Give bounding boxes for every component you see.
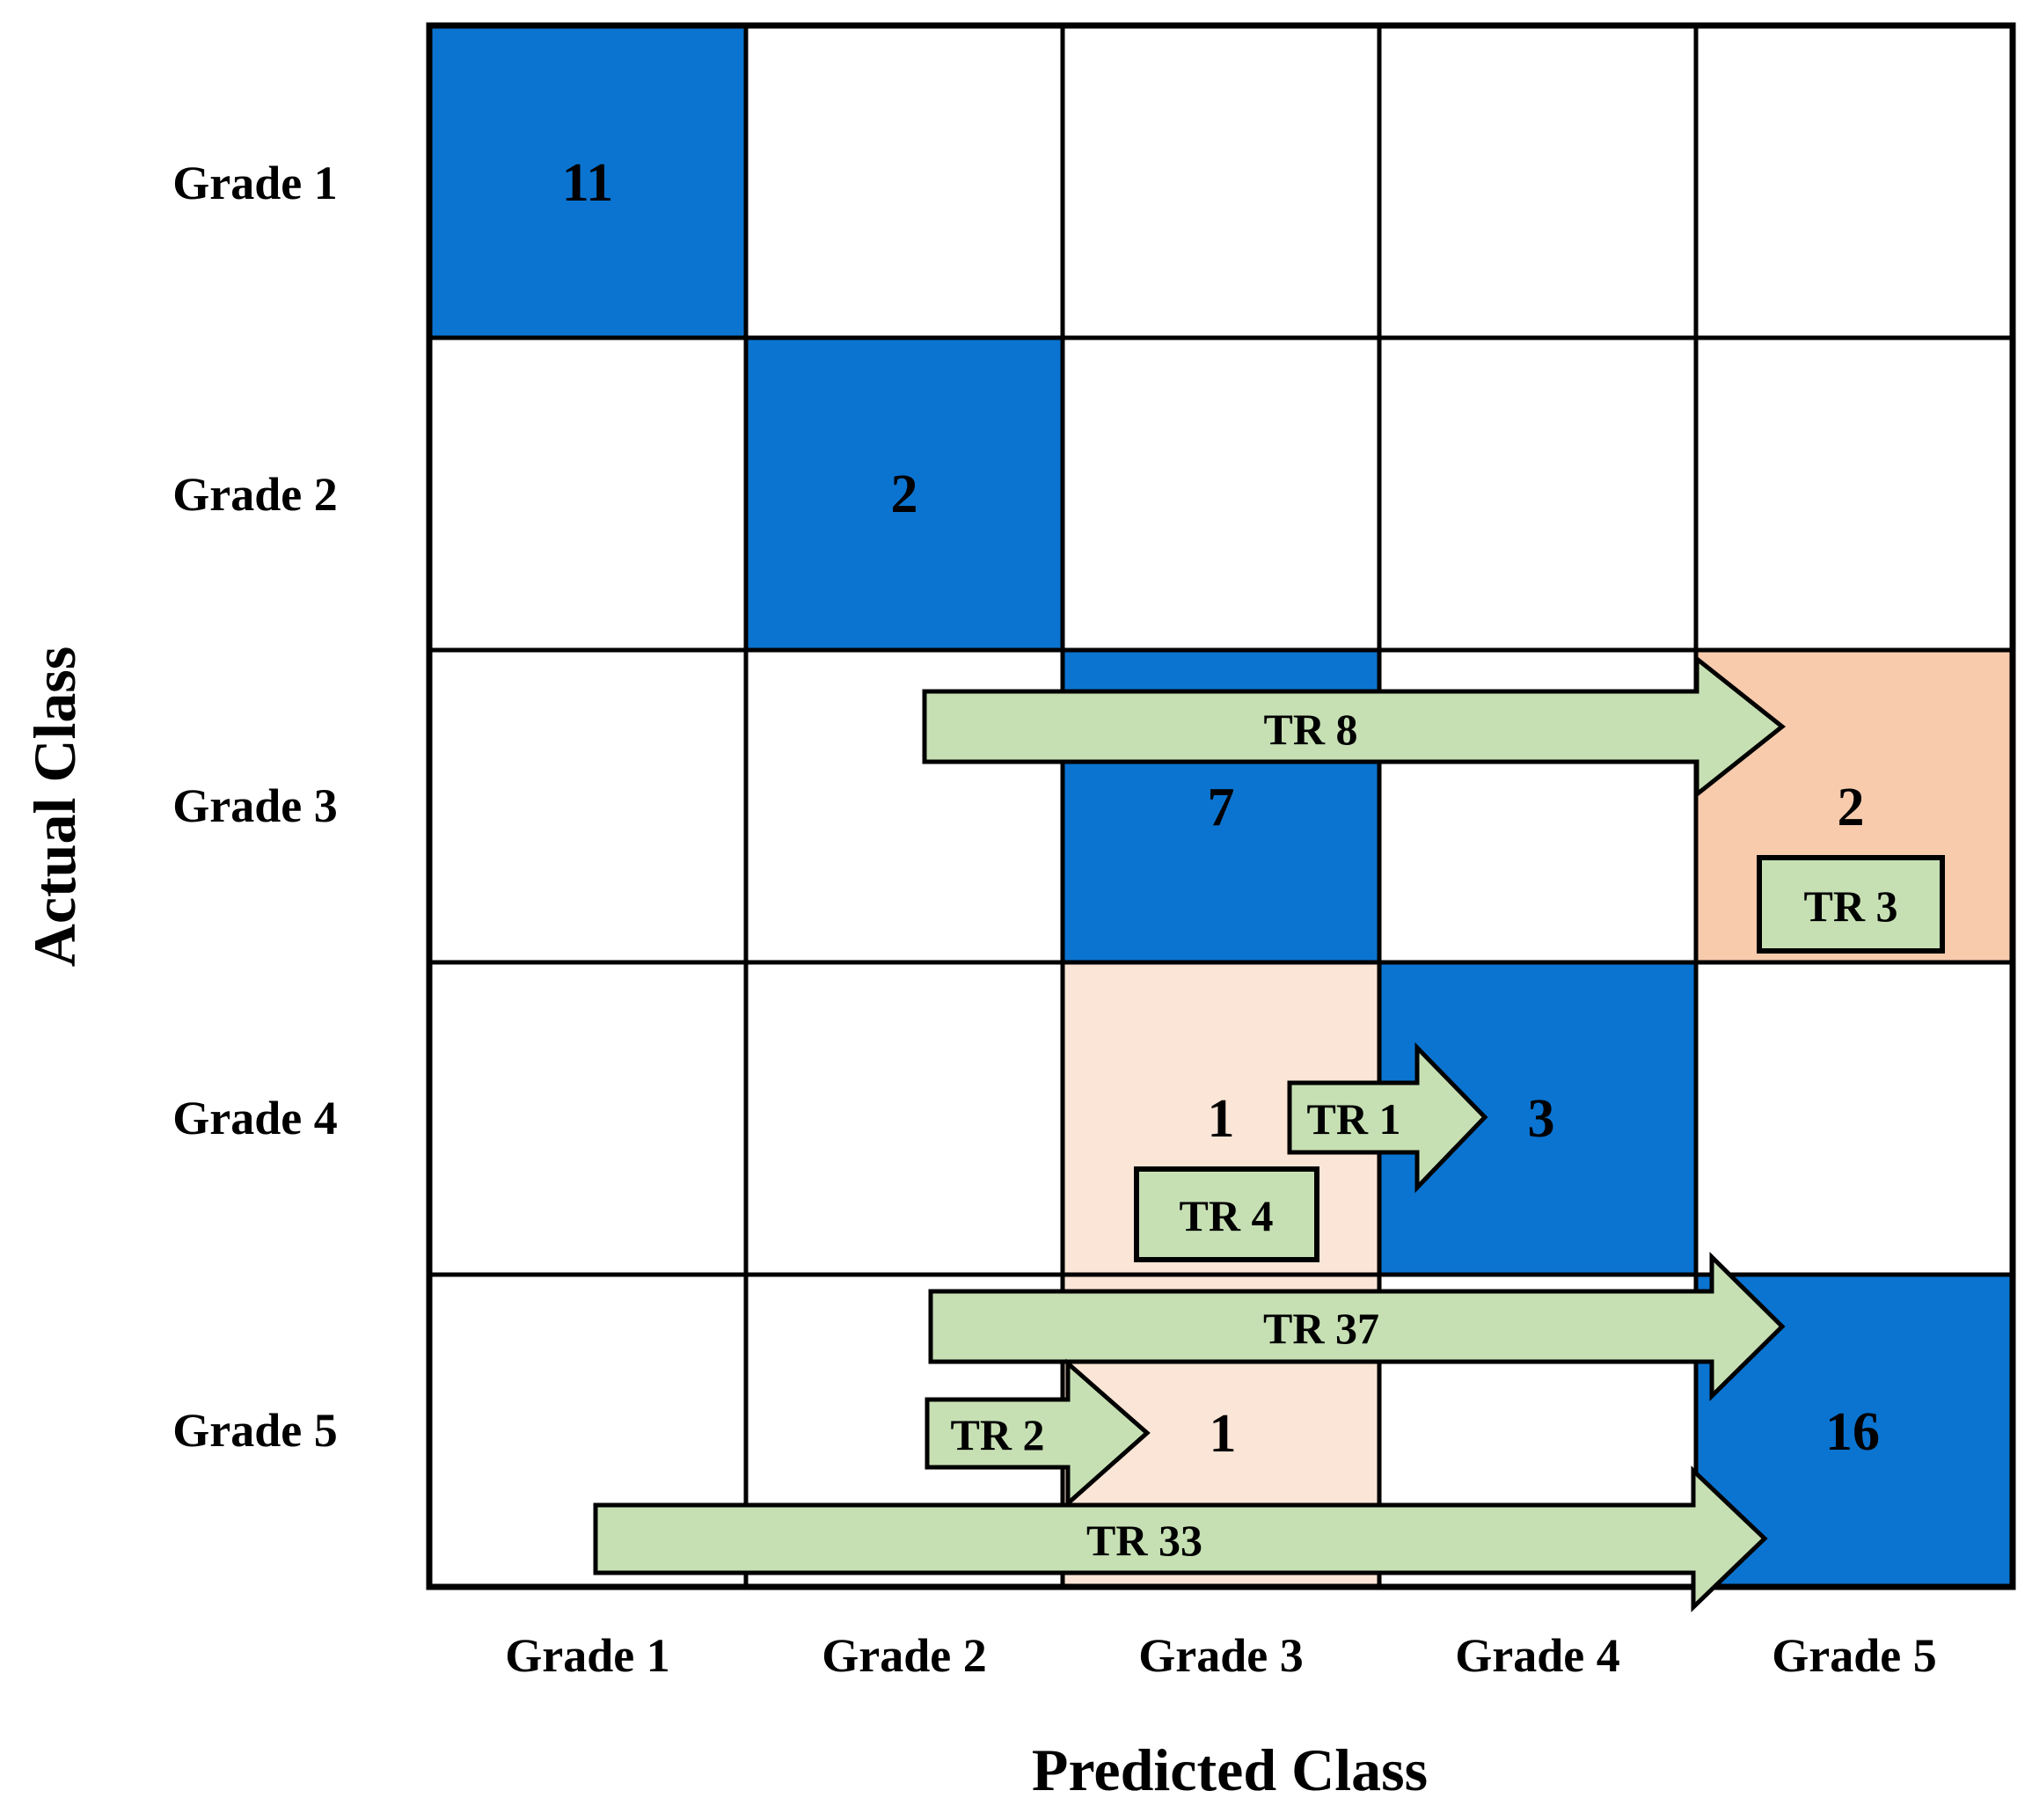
transfer-boxes: TR 3 TR 4 — [1134, 855, 1945, 1262]
x-axis-title: Predicted Class — [1032, 1736, 1428, 1803]
cell-actual1-pred1 — [429, 26, 746, 338]
grid-border — [426, 22, 2016, 1590]
value-actual5-pred3: 1 — [1210, 1404, 1237, 1464]
x-label-grade3: Grade 3 — [1138, 1629, 1303, 1682]
tr8-arrow — [922, 654, 1787, 800]
cell-actual2-pred2 — [746, 338, 1063, 650]
y-label-grade3: Grade 3 — [172, 779, 337, 832]
y-label-grade5: Grade 5 — [172, 1404, 337, 1457]
transfer-arrows: TR 8 TR 1 TR 37 TR 2 TR 33 — [593, 654, 1787, 1612]
x-label-grade5: Grade 5 — [1772, 1629, 1936, 1682]
y-label-grade4: Grade 4 — [172, 1092, 337, 1144]
x-axis-labels: Grade 1 Grade 2 Grade 3 Grade 4 Grade 5 — [505, 1629, 1936, 1682]
value-actual2-pred2: 2 — [891, 464, 918, 524]
tr8-label: TR 8 — [1264, 705, 1358, 754]
y-axis-labels: Grade 1 Grade 2 Grade 3 Grade 4 Grade 5 — [172, 157, 337, 1457]
value-actual5-pred5: 16 — [1825, 1402, 1880, 1462]
tr3-label: TR 3 — [1804, 881, 1898, 931]
tr1-arrow — [1287, 1042, 1488, 1194]
tr33-arrow — [593, 1466, 1768, 1612]
tr3-box — [1757, 855, 1945, 954]
tr37-label: TR 37 — [1263, 1304, 1379, 1353]
grid-lines — [429, 26, 2013, 1587]
value-actual1-pred1: 11 — [562, 153, 614, 213]
tr1-label: TR 1 — [1307, 1094, 1401, 1144]
y-axis-title: Actual Class — [21, 647, 88, 968]
x-label-grade2: Grade 2 — [822, 1629, 986, 1682]
value-actual3-pred5: 2 — [1838, 778, 1865, 837]
tr33-label: TR 33 — [1086, 1516, 1202, 1565]
tr4-box — [1134, 1166, 1319, 1262]
x-label-grade1: Grade 1 — [505, 1629, 669, 1682]
cell-values: 11 2 7 2 1 3 1 16 — [562, 153, 1880, 1464]
value-actual4-pred3: 1 — [1208, 1089, 1235, 1149]
y-label-grade2: Grade 2 — [172, 468, 337, 521]
tr37-arrow — [928, 1252, 1786, 1401]
tr4-label: TR 4 — [1180, 1191, 1274, 1240]
tr2-label: TR 2 — [951, 1410, 1045, 1459]
value-actual3-pred3: 7 — [1208, 778, 1235, 837]
tr2-arrow — [925, 1358, 1151, 1509]
value-actual4-pred4: 3 — [1528, 1089, 1555, 1149]
y-label-grade1: Grade 1 — [172, 157, 337, 209]
x-label-grade4: Grade 4 — [1455, 1629, 1619, 1682]
